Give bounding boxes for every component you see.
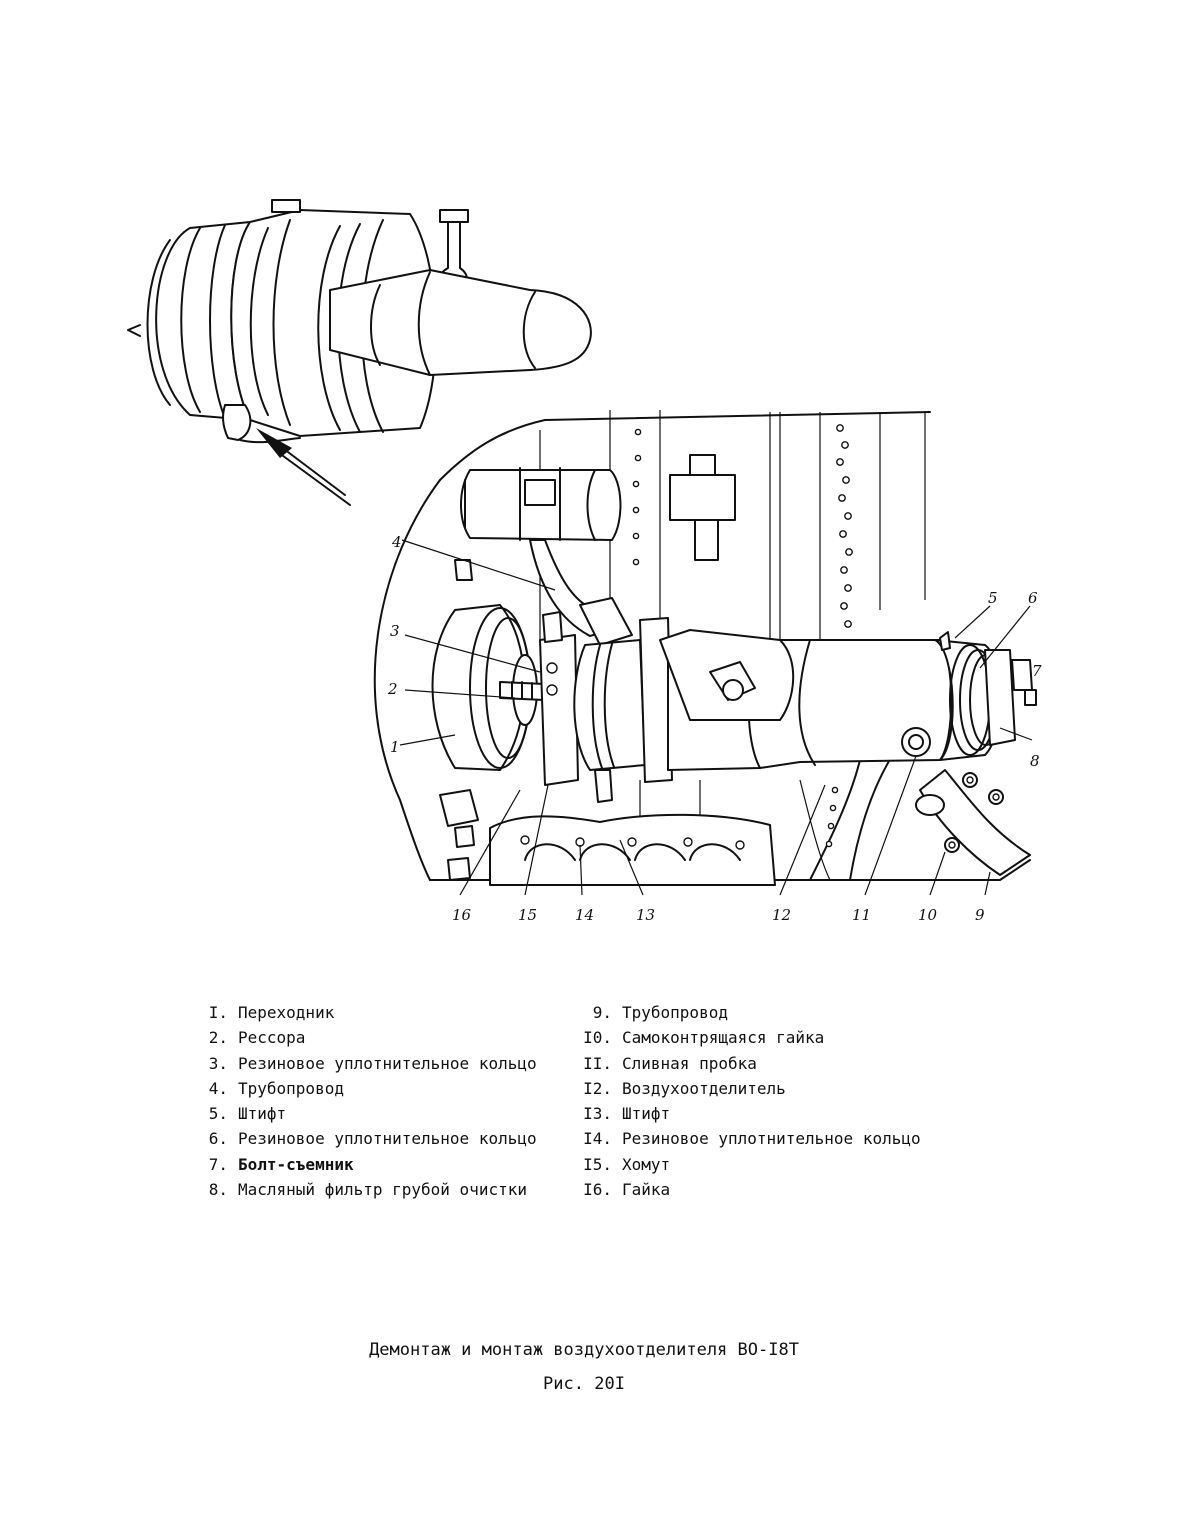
legend-item: 7.Болт-съемник — [208, 1154, 354, 1174]
leader-lines — [399, 539, 1033, 896]
callout-6: 6 — [1028, 589, 1038, 607]
callout-7: 7 — [1032, 662, 1042, 680]
legend-item: I3.Штифт — [583, 1104, 671, 1124]
engine-overview — [127, 199, 592, 506]
legend-item: I0.Самоконтрящаяся гайка — [583, 1028, 825, 1048]
legend-item: 9.Трубопровод — [592, 1003, 728, 1022]
callout-12: 12 — [772, 906, 791, 924]
manifold-loops — [520, 835, 745, 861]
legend-item: 8.Масляный фильтр грубой очистки — [208, 1180, 527, 1200]
callout-2: 2 — [387, 680, 398, 698]
legend-item: I4.Резиновое уплотнительное кольцо — [583, 1129, 921, 1149]
legend-item: I.Переходник — [208, 1003, 335, 1022]
callout-11: 11 — [852, 906, 871, 924]
legend-left-column: I.Переходник 2.Рессора 3.Резиновое уплот… — [196, 1000, 537, 1202]
callout-15: 15 — [518, 906, 537, 924]
callout-8: 8 — [1030, 752, 1040, 770]
callout-9: 9 — [975, 906, 985, 924]
callout-13: 13 — [636, 906, 655, 924]
hole-column — [632, 424, 853, 848]
figure-caption-title: Демонтаж и монтаж воздухоотделителя ВО-I… — [369, 1340, 799, 1360]
legend-item: 5.Штифт — [208, 1104, 287, 1124]
callout-16: 16 — [452, 906, 472, 924]
callout-14: 14 — [575, 906, 594, 924]
detail-view — [373, 410, 1037, 886]
callout-3: 3 — [390, 622, 400, 640]
legend-item: 2.Рессора — [208, 1028, 306, 1048]
callout-5: 5 — [988, 589, 998, 607]
technical-illustration: 1 2 3 4 5 6 7 8 9 10 11 12 13 14 15 16 — [127, 199, 1042, 924]
legend-item: I6.Гайка — [583, 1180, 671, 1200]
callout-1: 1 — [390, 738, 400, 756]
legend-right-column: 9.Трубопровод I0.Самоконтрящаяся гайка I… — [574, 1000, 921, 1202]
legend-item: II.Сливная пробка — [583, 1053, 757, 1073]
legend-item: I5.Хомут — [583, 1154, 671, 1174]
figure-number: Рис. 20I — [543, 1374, 625, 1394]
callout-labels: 1 2 3 4 5 6 7 8 9 10 11 12 13 14 15 16 — [387, 533, 1042, 924]
callout-10: 10 — [918, 906, 938, 924]
legend-item: 6.Резиновое уплотнительное кольцо — [208, 1129, 537, 1149]
legend-item: I2.Воздухоотделитель — [583, 1078, 786, 1098]
callout-4: 4 — [391, 533, 402, 551]
legend-item: 3.Резиновое уплотнительное кольцо — [208, 1053, 537, 1073]
legend-item: 4.Трубопровод — [208, 1078, 344, 1098]
